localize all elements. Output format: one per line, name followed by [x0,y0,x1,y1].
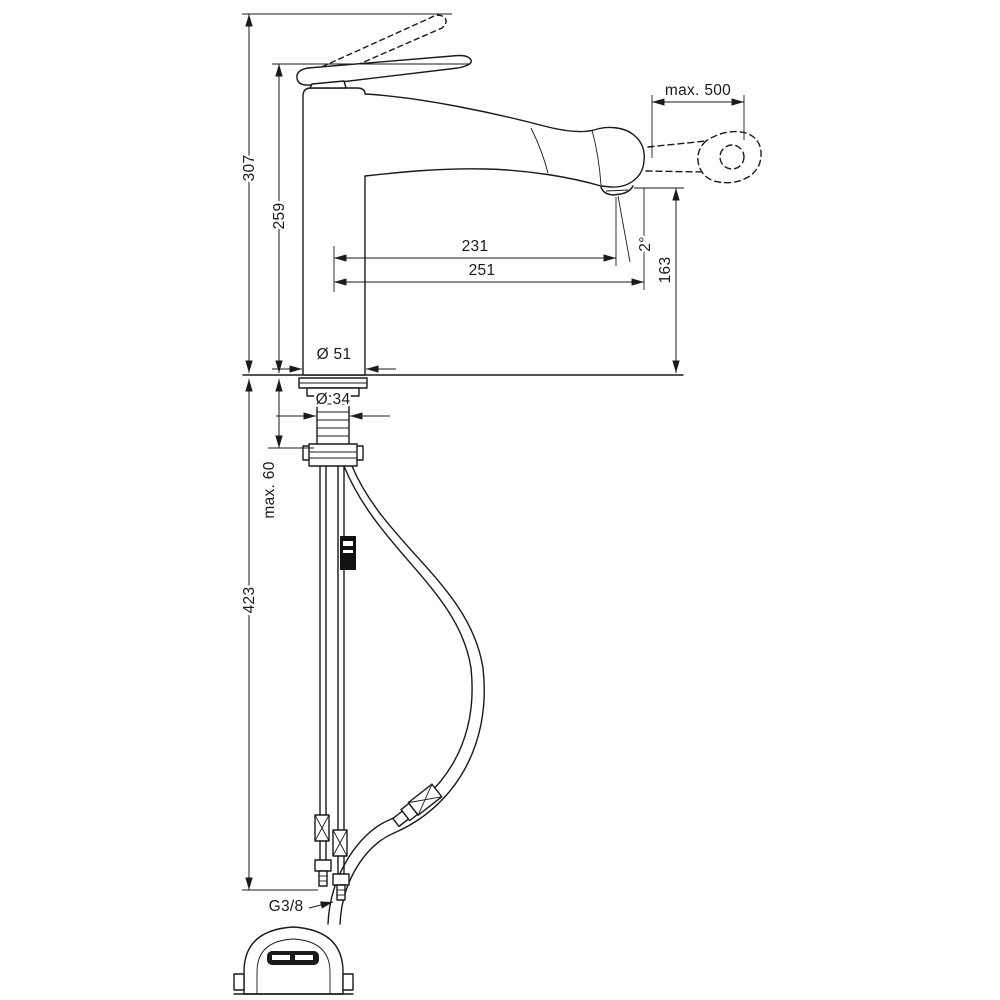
braid-line [332,829,348,857]
pullout-sprayhead-dashed [697,130,762,184]
dim-label-connection-thread: G3/8 [269,898,304,915]
pullout-hose-loop-outer [339,465,485,925]
hose-nut-right [332,873,350,886]
hose-angled-fitting [392,783,443,828]
hose-thread-right [336,884,346,901]
spray-angle-line [617,195,631,263]
dim-label-sprayhead-reach: 251 [469,262,496,279]
pullout-sprayhead-ring-dashed [719,144,745,170]
hose-weight-slot [267,951,319,965]
dim-label-outlet-height: 163 [657,257,674,284]
spray-face [600,185,634,196]
dim-label-hole-diameter: Ø 34 [316,391,351,408]
hose-weight-inner-line [256,938,331,994]
hose-label-tag-mark [343,541,353,546]
hose-thread-left [318,870,328,887]
dimension-annotations: 307 259 max. 500 231 251 163 2° Ø 51 Ø 3… [239,13,745,918]
braid-line [314,814,330,842]
dim-label-spout-height: 259 [271,203,288,230]
pullout-hose-dashed-bottom [645,170,705,173]
dim-label-spout-reach: 231 [462,238,489,255]
faucet-body-and-spout [302,87,645,376]
hose-weight-tab-right [342,973,354,991]
hose-nut-left [314,859,332,872]
dim-label-hose-length: 423 [241,587,258,614]
hose-label-tag-mark [343,550,353,553]
hose-weight-slot-mark [272,955,290,960]
dim-label-base-diameter: Ø 51 [317,346,352,363]
threaded-shank [316,395,350,449]
mounting-nut [308,443,358,467]
fitting-tip [392,810,410,828]
dim-label-counter-thickness: max. 60 [261,461,278,518]
handle-neck [309,80,347,89]
hose-weight-tab-left [233,973,245,991]
pullout-hose-dashed-top [647,140,707,148]
faucet-artwork [233,14,762,995]
handle-raised-dashed [305,14,447,83]
dim-label-pullout-length: max. 500 [665,82,731,99]
hose-weight-slot-mark [295,955,313,960]
handle-lever [296,54,472,86]
spray-outlet-slit [605,189,629,192]
dim-label-total-height: 307 [241,155,258,182]
fitting-braid-line [417,783,433,816]
sprayhead-parting-line [530,127,549,174]
dim-label-spray-angle: 2° [637,236,654,251]
dim-arrow-g38 [308,901,334,909]
pullout-hose-loop-inner [327,465,473,925]
sprayhead-joint-line [591,129,602,186]
